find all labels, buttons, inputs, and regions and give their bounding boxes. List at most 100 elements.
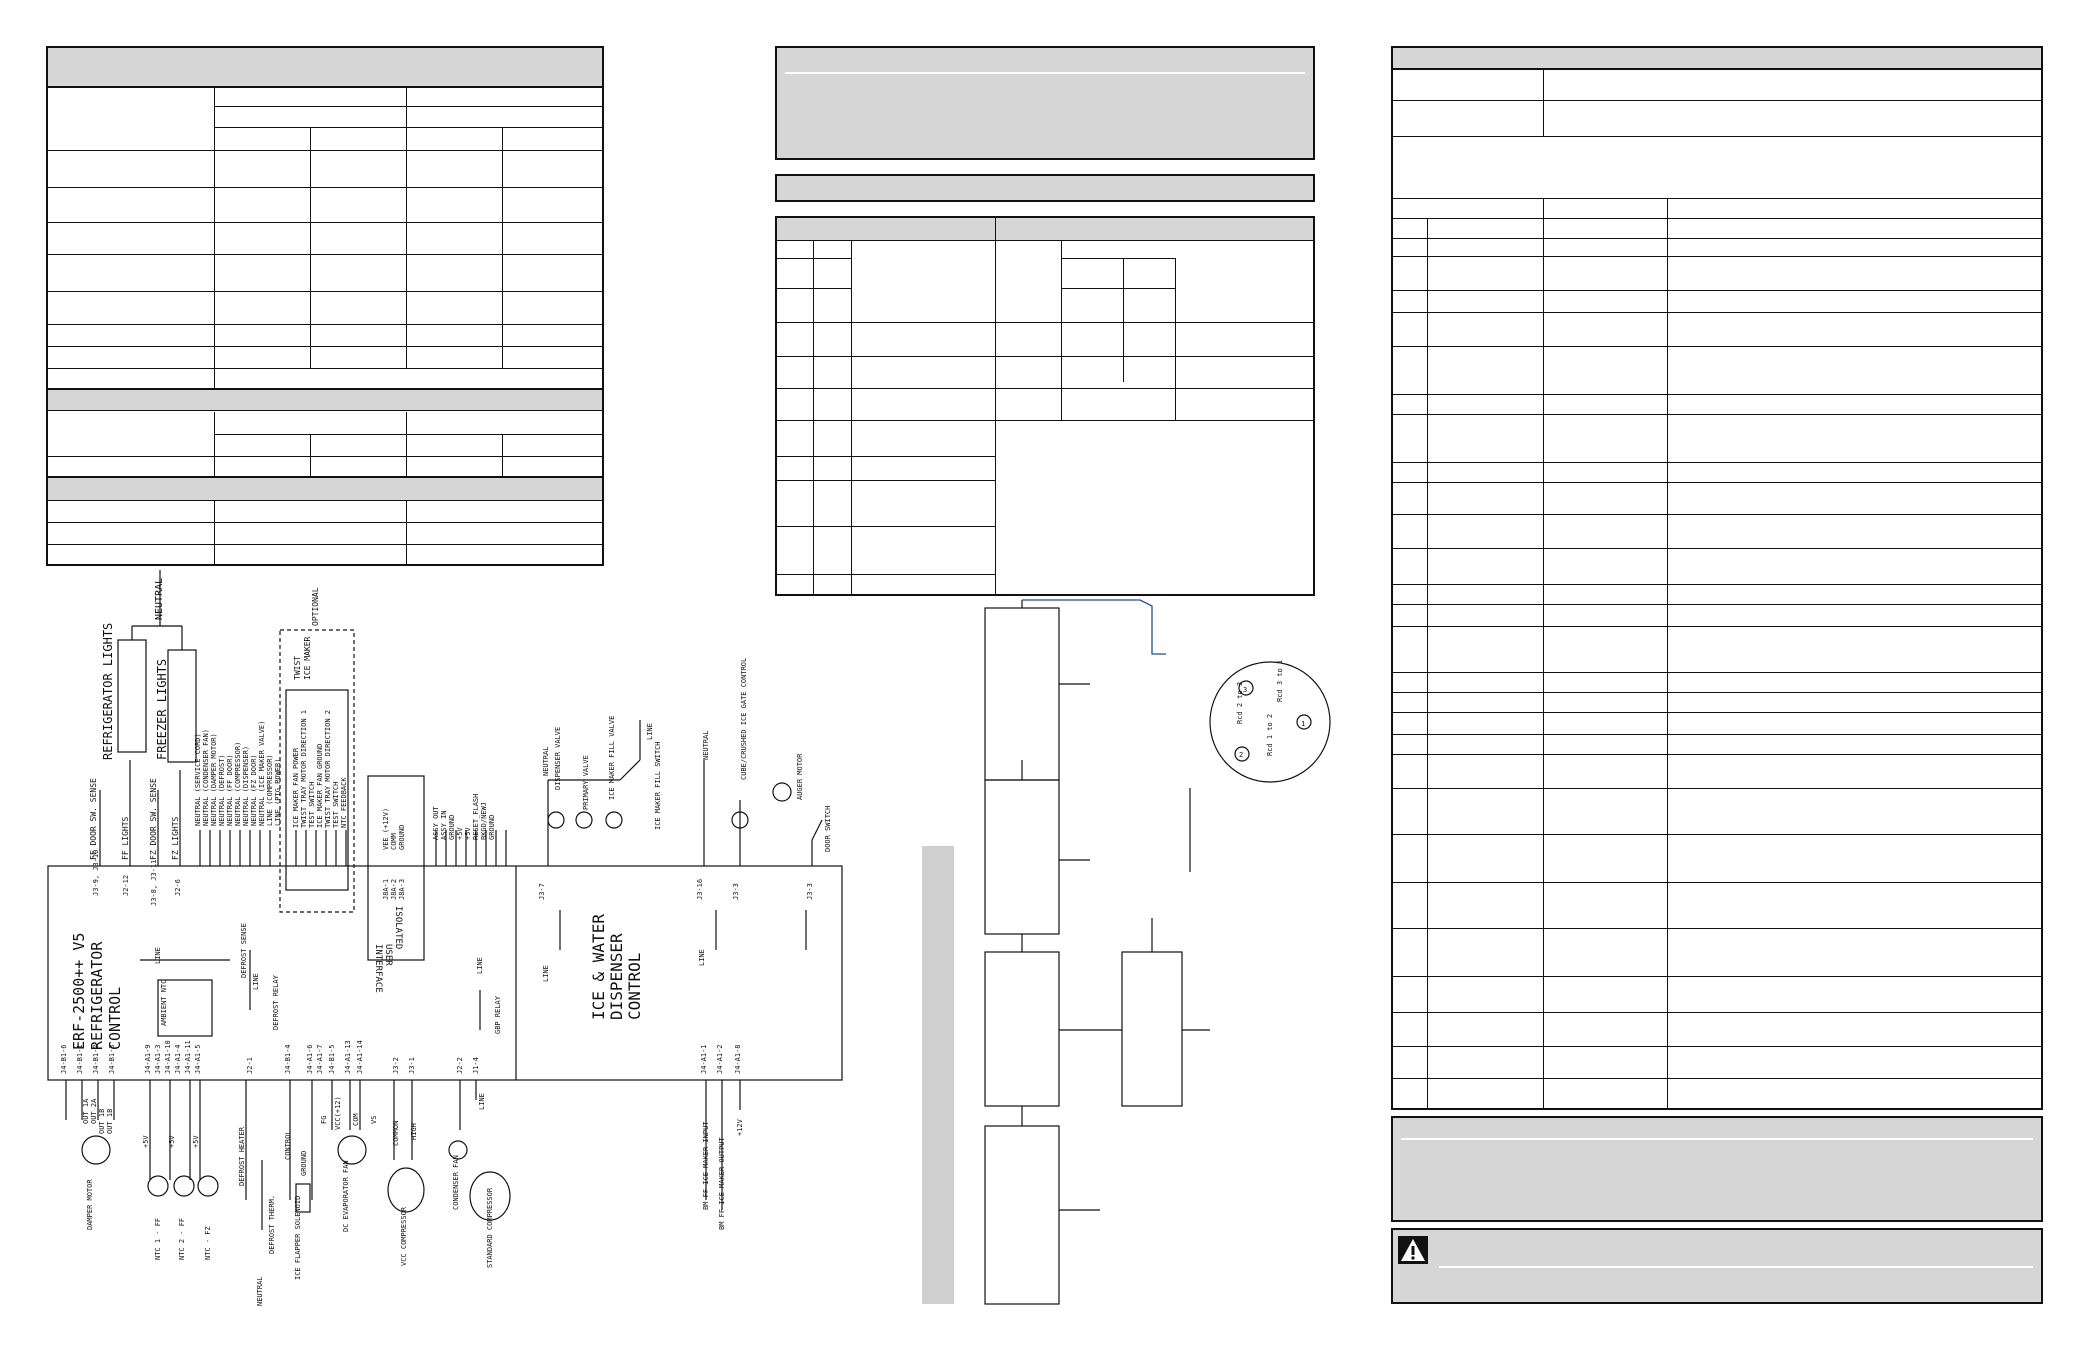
svg-text:TWIST TRAY MOTOR DIRECTION 2: TWIST TRAY MOTOR DIRECTION 2: [324, 710, 332, 828]
svg-text:NTC - FZ: NTC - FZ: [204, 1226, 212, 1260]
svg-text:ICE MAKER FAN POWER: ICE MAKER FAN POWER: [292, 747, 300, 828]
svg-text:FG: FG: [320, 1116, 328, 1124]
svg-text:J4-B1-2: J4-B1-2: [92, 1044, 100, 1074]
svg-text:J2-6: J2-6: [174, 879, 182, 896]
svg-text:NEUTRAL (DEFROST): NEUTRAL (DEFROST): [218, 754, 226, 826]
svg-text:J3-2: J3-2: [392, 1057, 400, 1074]
svg-text:DEFROST SENSE: DEFROST SENSE: [240, 923, 248, 978]
svg-text:GROUND: GROUND: [448, 815, 456, 840]
svg-text:BM FF ICE MAKER OUTPUT: BM FF ICE MAKER OUTPUT: [718, 1136, 726, 1230]
svg-text:J3-7: J3-7: [538, 883, 546, 900]
svg-text:J3-3: J3-3: [806, 883, 814, 900]
svg-text:NEUTRAL (CONDENSER FAN): NEUTRAL (CONDENSER FAN): [202, 729, 210, 826]
svg-text:OUT 1A: OUT 1A: [82, 1098, 90, 1124]
svg-text:GBP RELAY: GBP RELAY: [494, 995, 502, 1034]
svg-text:J4-A1-11: J4-A1-11: [184, 1040, 192, 1074]
svg-text:NTC 2 - FF: NTC 2 - FF: [178, 1218, 186, 1260]
svg-text:ICE MAKER FILL SWITCH: ICE MAKER FILL SWITCH: [654, 741, 662, 830]
svg-text:DEFROST RELAY: DEFROST RELAY: [272, 974, 280, 1030]
svg-text:J4-B1-4: J4-B1-4: [284, 1044, 292, 1074]
svg-text:ASSY OUT: ASSY OUT: [432, 805, 440, 840]
svg-text:DISPENSER: DISPENSER: [607, 933, 626, 1020]
svg-text:VS: VS: [370, 1116, 378, 1124]
svg-text:J3-1: J3-1: [408, 1057, 416, 1074]
svg-text:DISPENSER VALVE: DISPENSER VALVE: [554, 727, 562, 790]
svg-text:LINE: LINE: [154, 947, 162, 964]
svg-text:INTERFACE: INTERFACE: [373, 944, 383, 993]
svg-text:NEUTRAL: NEUTRAL: [702, 730, 710, 760]
svg-text:ICE & WATER: ICE & WATER: [589, 914, 608, 1020]
svg-text:CONTROL: CONTROL: [284, 1130, 292, 1160]
svg-text:NEUTRAL: NEUTRAL: [256, 1276, 264, 1306]
svg-text:NEUTRAL (DISPENSER): NEUTRAL (DISPENSER): [242, 746, 250, 826]
svg-text:ICE FLAPPER SOLENOID: ICE FLAPPER SOLENOID: [294, 1196, 302, 1280]
svg-text:+5V: +5V: [142, 1135, 150, 1148]
svg-text:USER: USER: [383, 944, 393, 966]
svg-text:+5V: +5V: [456, 827, 464, 840]
svg-text:NEUTRAL: NEUTRAL: [154, 578, 165, 620]
svg-text:TWIST: TWIST: [293, 656, 302, 680]
svg-text:CONTROL: CONTROL: [625, 953, 644, 1020]
svg-text:OUT 1B: OUT 1B: [98, 1109, 106, 1134]
svg-text:J4-A1-3: J4-A1-3: [154, 1044, 162, 1074]
svg-text:OUT 1B: OUT 1B: [106, 1109, 114, 1134]
svg-text:LINE: LINE: [478, 1093, 486, 1110]
svg-text:TEST SWITCH: TEST SWITCH: [332, 782, 340, 828]
svg-text:FZ DOOR SW. SENSE: FZ DOOR SW. SENSE: [149, 778, 158, 860]
svg-text:J4-B1-3: J4-B1-3: [108, 1044, 116, 1074]
svg-text:REFRIGERATOR LIGHTS: REFRIGERATOR LIGHTS: [101, 623, 115, 760]
svg-text:GROUND: GROUND: [488, 815, 496, 840]
svg-text:CUBE/CRUSHED ICE GATE CONTROL: CUBE/CRUSHED ICE GATE CONTROL: [740, 658, 748, 780]
warning-box: [1391, 1228, 2043, 1304]
svg-text:VEE (+12V): VEE (+12V): [382, 808, 390, 850]
svg-text:ASSY IN: ASSY IN: [440, 810, 448, 840]
svg-text:Rcd 3 to 1: Rcd 3 to 1: [1276, 660, 1284, 702]
svg-text:J2-12: J2-12: [122, 875, 130, 896]
left-spec-table: [46, 46, 604, 566]
svg-text:J4-A1-5: J4-A1-5: [194, 1044, 202, 1074]
svg-text:ICE MAKER FAN GROUND: ICE MAKER FAN GROUND: [316, 744, 324, 828]
svg-text:NTC 1 - FF: NTC 1 - FF: [154, 1218, 162, 1260]
svg-text:STANDARD COMPRESSOR: STANDARD COMPRESSOR: [486, 1187, 494, 1268]
svg-text:NEUTRAL (FZ DOOR): NEUTRAL (FZ DOOR): [250, 754, 258, 826]
svg-text:J4-A1-13: J4-A1-13: [344, 1040, 352, 1074]
svg-text:LINE: LINE: [542, 965, 550, 982]
svg-text:J4-A1-8: J4-A1-8: [734, 1044, 742, 1074]
svg-text:J4-A1-7: J4-A1-7: [316, 1044, 324, 1074]
svg-text:NEUTRAL (COMPRESSOR): NEUTRAL (COMPRESSOR): [234, 742, 242, 826]
svg-text:DOOR SWITCH: DOOR SWITCH: [824, 806, 832, 852]
svg-text:J2-2: J2-2: [456, 1057, 464, 1074]
svg-text:FF DOOR SW. SENSE: FF DOOR SW. SENSE: [89, 778, 98, 860]
svg-text:J4-A1-10: J4-A1-10: [164, 1040, 172, 1074]
svg-text:J4-A1-14: J4-A1-14: [356, 1040, 364, 1074]
left-table-header: [48, 48, 602, 88]
svg-text:REFRIGERATOR: REFRIGERATOR: [88, 941, 106, 1050]
svg-text:COMMON: COMMON: [392, 1121, 400, 1146]
svg-text:ERF-2500++ V5: ERF-2500++ V5: [70, 933, 88, 1050]
svg-text:J3-8, J3-11: J3-8, J3-11: [150, 860, 158, 906]
svg-text:Rcd 1 to 2: Rcd 1 to 2: [1266, 714, 1274, 756]
svg-text:NEUTRAL (ICE MAKER VALVE): NEUTRAL (ICE MAKER VALVE): [258, 721, 266, 826]
svg-text:LINE: LINE: [646, 723, 654, 740]
svg-text:BKGD/NEWJ: BKGD/NEWJ: [480, 802, 488, 840]
svg-text:FREEZER LIGHTS: FREEZER LIGHTS: [155, 659, 169, 760]
svg-text:ICE MAKER FILL VALVE: ICE MAKER FILL VALVE: [608, 716, 616, 800]
svg-text:DEFROST HEATER: DEFROST HEATER: [238, 1126, 246, 1186]
svg-text:DAMPER MOTOR: DAMPER MOTOR: [86, 1179, 94, 1230]
mid-table: [775, 216, 1315, 596]
svg-text:ISOLATED: ISOLATED: [393, 906, 403, 949]
svg-text:J8A-2: J8A-2: [390, 879, 398, 900]
svg-text:NEUTRAL (SERVICE CORD): NEUTRAL (SERVICE CORD): [194, 733, 202, 826]
svg-text:J4-A1-6: J4-A1-6: [306, 1044, 314, 1074]
svg-text:J4-A1-1: J4-A1-1: [700, 1044, 708, 1074]
svg-text:J4-B1-5: J4-B1-5: [328, 1044, 336, 1074]
svg-text:LINE: LINE: [476, 957, 484, 974]
left-table-section-3: [48, 478, 602, 501]
svg-text:OPTIONAL: OPTIONAL: [311, 587, 320, 626]
svg-text:RESET_FLASH: RESET_FLASH: [472, 794, 480, 840]
svg-text:CONDENSER FAN: CONDENSER FAN: [452, 1155, 460, 1210]
svg-text:DC EVAPORATOR FAN: DC EVAPORATOR FAN: [342, 1160, 350, 1232]
svg-text:J8A-3: J8A-3: [398, 879, 406, 900]
right-note-box: [1391, 1116, 2043, 1222]
svg-text:OUT 2A: OUT 2A: [90, 1098, 98, 1124]
